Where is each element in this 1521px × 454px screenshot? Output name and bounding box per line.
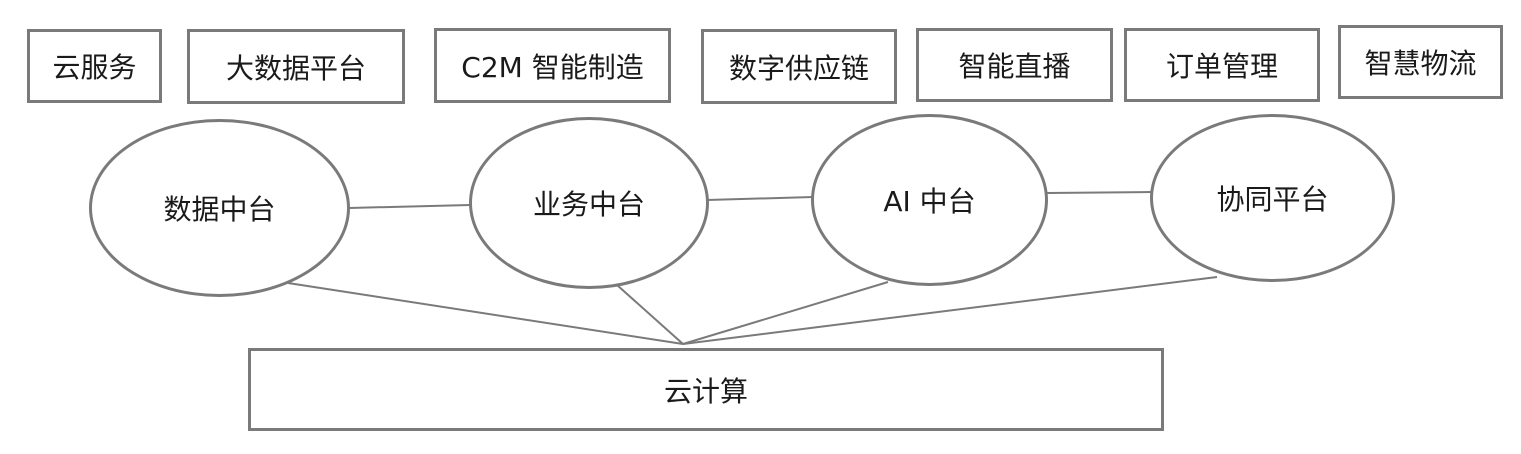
platform-label: 业务中台 (532, 188, 645, 221)
service-label: 智能直播 (958, 50, 1071, 83)
service-label: 大数据平台 (225, 51, 366, 85)
platform-label: 协同平台 (1216, 183, 1329, 216)
connector-business-to-cloud (616, 284, 684, 345)
foundation-cloud-computing: 云计算 (248, 348, 1164, 431)
platform-label: 数据中台 (163, 193, 276, 226)
service-label: 云服务 (52, 51, 137, 84)
service-label: C2M 智能制造 (461, 50, 644, 84)
foundation-label: 云计算 (663, 374, 748, 408)
platform-business-middle-office: 业务中台 (469, 117, 709, 289)
service-box-big-data-platform: 大数据平台 (187, 29, 405, 104)
service-label: 数字供应链 (728, 51, 869, 85)
connector-ai-to-cloud (682, 281, 889, 345)
service-box-order-management: 订单管理 (1124, 28, 1320, 102)
platform-data-middle-office: 数据中台 (89, 119, 350, 297)
service-box-smart-livestream: 智能直播 (916, 28, 1113, 102)
platform-ai-middle-office: AI 中台 (811, 114, 1048, 286)
connector-collab-to-cloud (682, 276, 1218, 345)
service-box-smart-logistics: 智慧物流 (1338, 25, 1503, 99)
service-label: 订单管理 (1165, 50, 1278, 83)
platform-collaboration: 协同平台 (1150, 114, 1395, 282)
connector-ai-to-collab (1046, 191, 1153, 194)
connector-business-to-ai (706, 196, 814, 201)
service-box-cloud-service: 云服务 (27, 29, 162, 103)
connector-data-to-cloud (287, 282, 684, 345)
connector-data-to-business (348, 204, 471, 209)
service-box-digital-supply-chain: 数字供应链 (701, 29, 897, 104)
platform-label: AI 中台 (883, 185, 976, 218)
service-box-c2m-smart-manufacturing: C2M 智能制造 (434, 28, 671, 103)
service-label: 智慧物流 (1364, 47, 1477, 80)
